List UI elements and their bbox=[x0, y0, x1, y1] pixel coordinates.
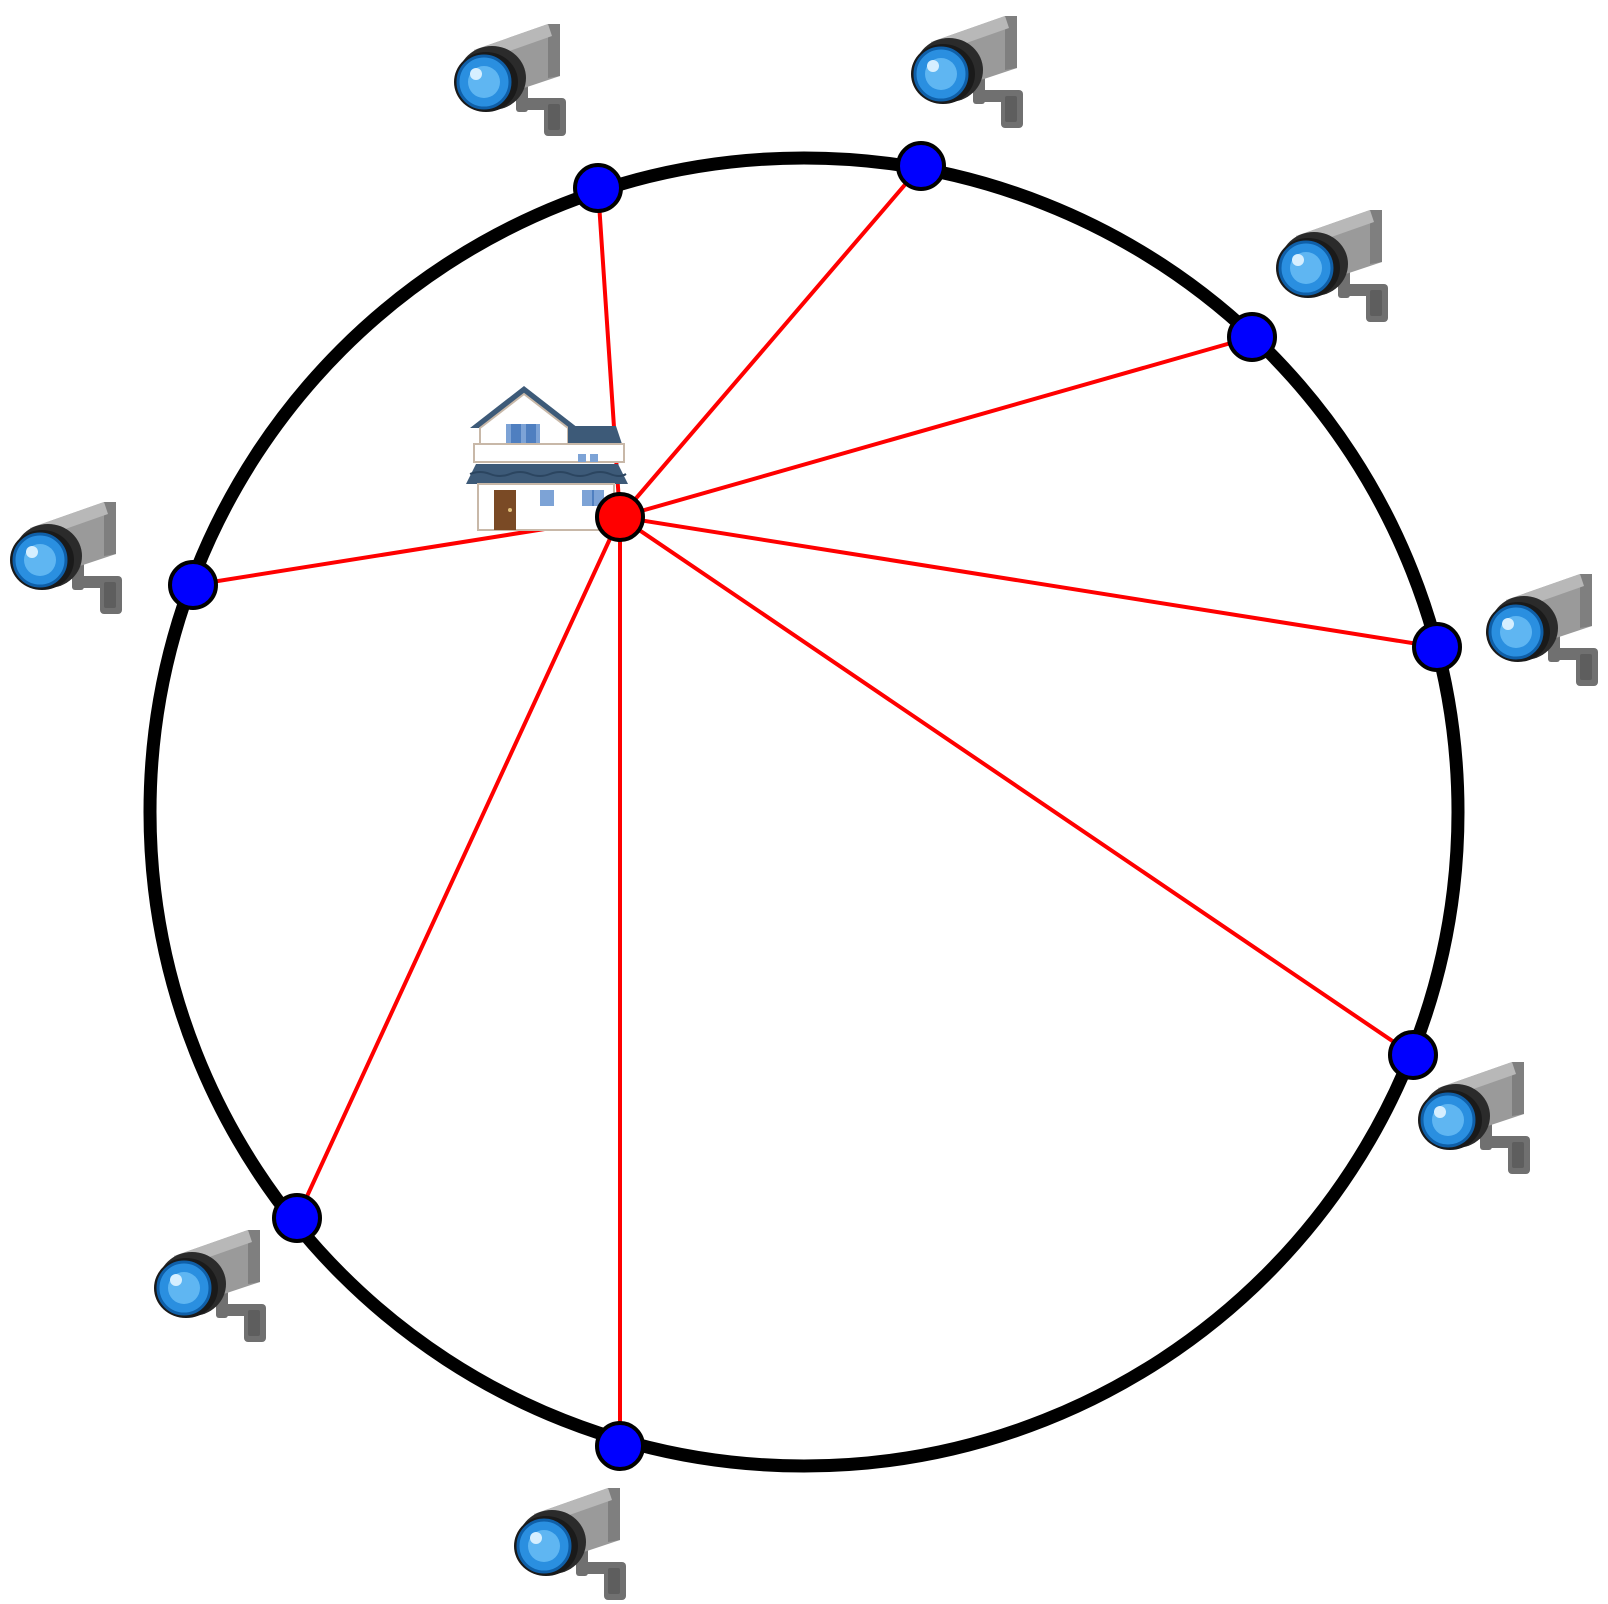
spoke-line bbox=[618, 515, 1439, 649]
spoke-line bbox=[618, 515, 1415, 1057]
camera-node bbox=[573, 163, 623, 213]
spoke-line bbox=[618, 164, 923, 519]
security-camera-icon bbox=[8, 500, 124, 616]
camera-node bbox=[1412, 622, 1462, 672]
security-camera-icon bbox=[152, 1228, 268, 1344]
security-camera-icon bbox=[1416, 1060, 1532, 1176]
spoke-line bbox=[618, 335, 1254, 519]
camera-node bbox=[896, 141, 946, 191]
security-camera-icon bbox=[452, 22, 568, 138]
camera-node bbox=[1388, 1030, 1438, 1080]
camera-node bbox=[1227, 312, 1277, 362]
security-camera-icon bbox=[1274, 208, 1390, 324]
camera-node bbox=[595, 1421, 645, 1471]
spoke-line bbox=[295, 515, 622, 1220]
house-node bbox=[595, 492, 645, 542]
camera-node bbox=[168, 560, 218, 610]
security-camera-icon bbox=[909, 14, 1025, 130]
security-camera-icon bbox=[512, 1486, 628, 1602]
perimeter-circle bbox=[143, 151, 1465, 1473]
camera-node bbox=[272, 1193, 322, 1243]
security-camera-icon bbox=[1484, 572, 1600, 688]
camera-nodes bbox=[168, 141, 1462, 1471]
